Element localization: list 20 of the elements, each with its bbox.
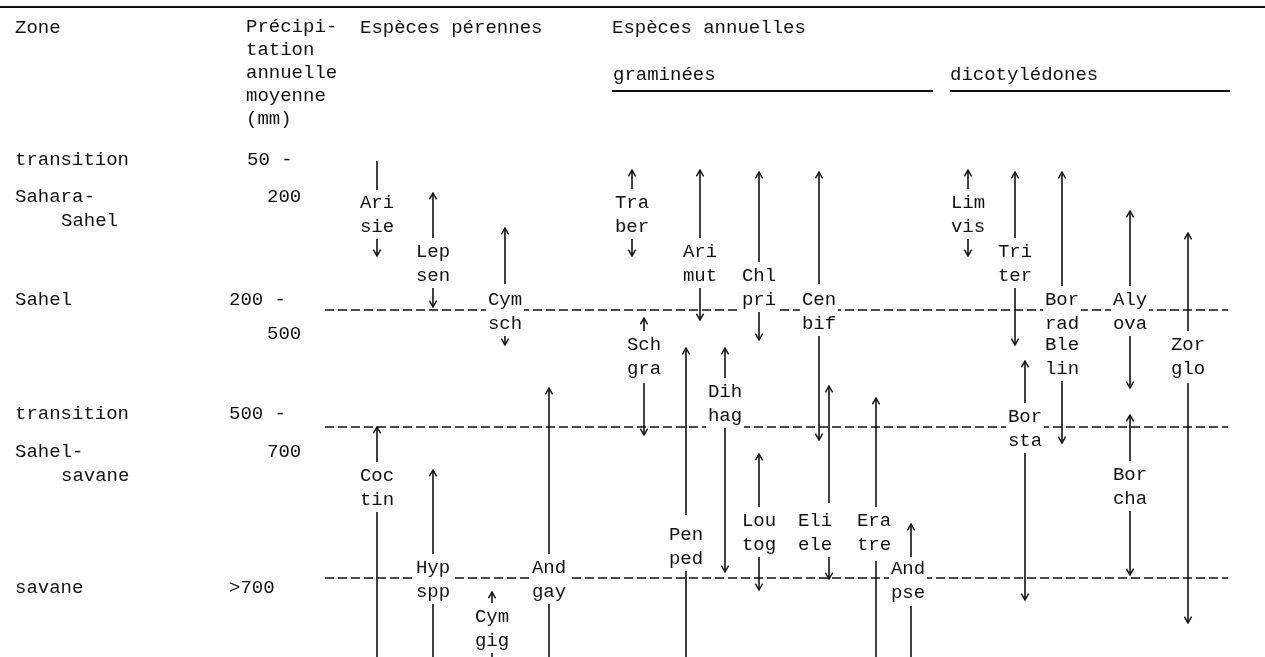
rainfall-label: 500 - <box>229 402 286 426</box>
rainfall-label: >700 <box>229 576 275 600</box>
rainfall-label: 700 <box>267 440 302 464</box>
column-header: Précipi- tation annuelle moyenne (mm) <box>246 16 339 131</box>
rainfall-label: 200 <box>267 185 302 209</box>
column-header: Espèces pérennes <box>360 16 543 40</box>
column-header: Zone <box>15 16 61 40</box>
zone-label: Sahel- savane <box>15 440 131 488</box>
column-subheader: graminées <box>613 63 716 87</box>
zone-label: transition <box>15 402 130 426</box>
rainfall-label: 500 <box>267 322 302 346</box>
zone-label: Sahara- Sahel <box>15 185 119 233</box>
zone-label: savane <box>15 576 84 600</box>
rainfall-label: 50 - <box>247 148 293 172</box>
column-subheader: dicotylédones <box>950 63 1099 87</box>
zone-label: transition <box>15 148 130 172</box>
species-code: And pse <box>889 557 927 605</box>
zone-label: Sahel <box>15 288 72 312</box>
column-header: Espèces annuelles <box>612 16 806 40</box>
rainfall-label: 200 - <box>229 288 286 312</box>
